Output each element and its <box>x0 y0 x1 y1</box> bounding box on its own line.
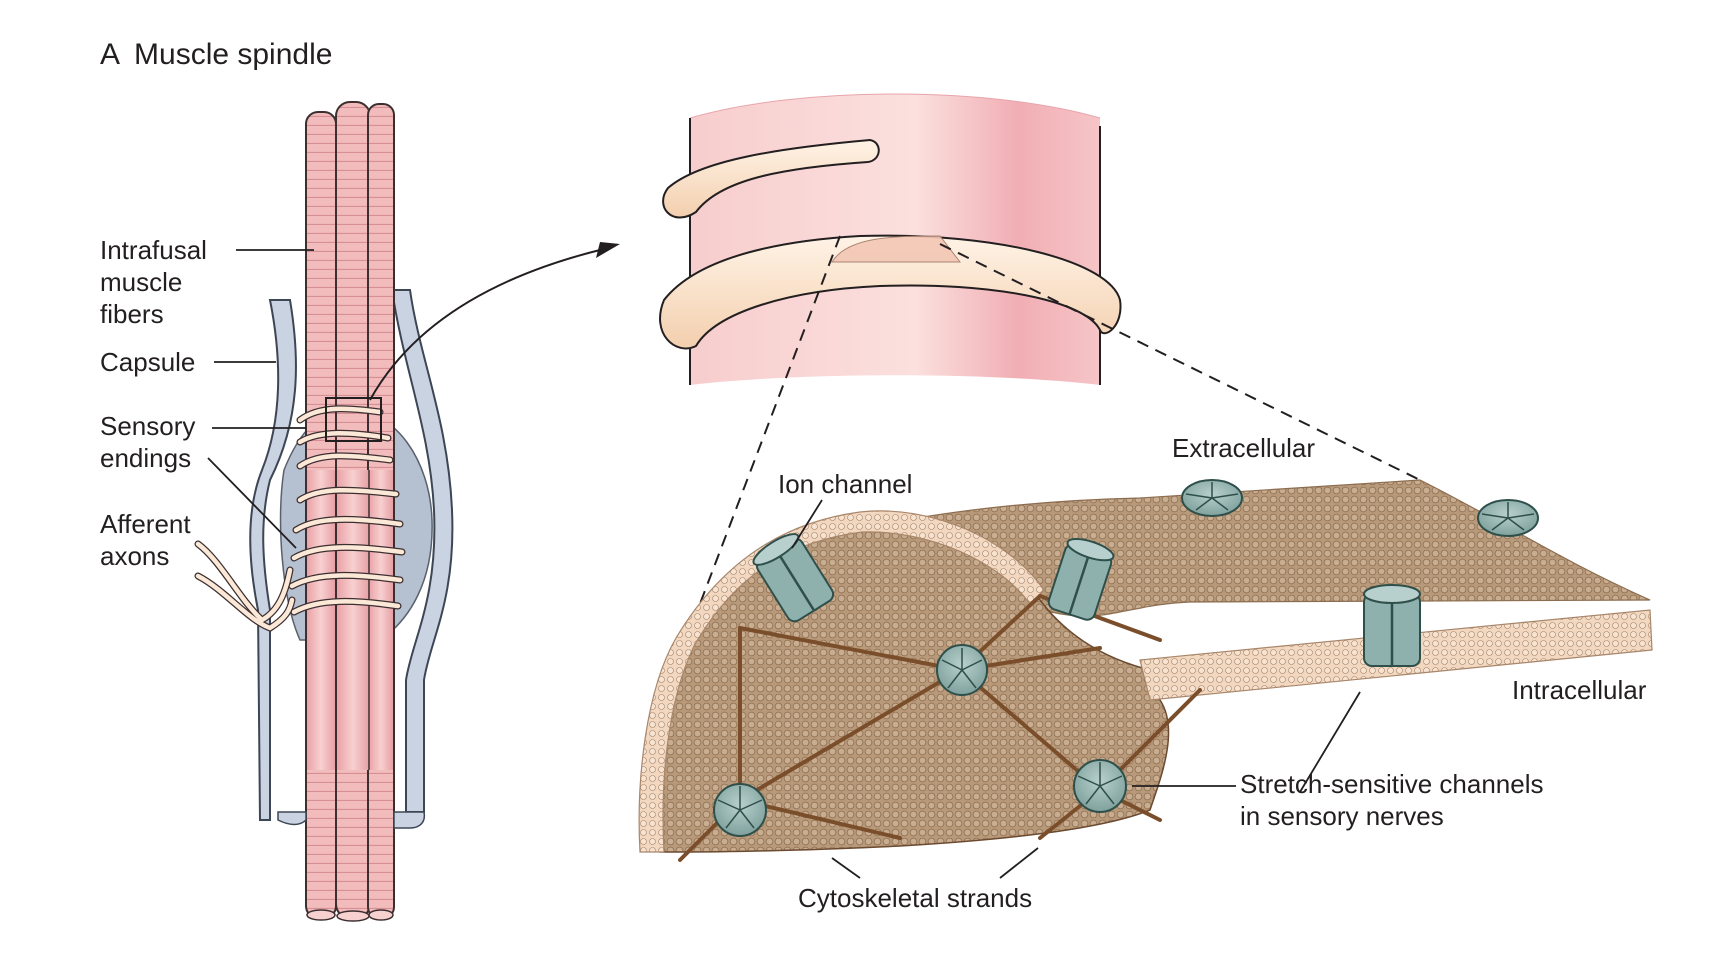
zoom-arrow <box>369 249 601 401</box>
capsule-back <box>249 299 297 821</box>
nerve-coil-lower <box>659 234 1122 350</box>
label-capsule: Capsule <box>100 347 196 377</box>
label-ion-channel: Ion channel <box>778 469 913 499</box>
membrane-leader-lines <box>791 499 1361 879</box>
fiber-equator-3 <box>369 470 393 770</box>
fiber-end-3 <box>368 909 394 921</box>
label-stretch-sensitive-channels: Stretch-sensitive channels in sensory ne… <box>1240 769 1544 831</box>
fiber-end-2 <box>336 910 370 922</box>
label-intrafusal-fibers: Intrafusal muscle fibers <box>100 235 207 329</box>
ion-channel-middle <box>1047 538 1115 621</box>
surface-channel-1 <box>1181 479 1243 517</box>
zoom-box <box>325 397 382 442</box>
panel-title-text: Muscle spindle <box>134 38 333 71</box>
fiber-equator-1 <box>307 470 335 770</box>
panel-letter: A <box>100 38 121 71</box>
label-sensory-endings: Sensory endings <box>100 411 196 473</box>
nerve-coil-upper <box>662 138 880 219</box>
ion-channel-left <box>752 533 835 623</box>
zoom-arrowhead <box>596 242 620 258</box>
panel-title: A Muscle spindle <box>100 38 332 72</box>
fiber-segment-illustration <box>659 93 1421 631</box>
stretch-channel-lower-right <box>1073 759 1127 813</box>
label-extracellular: Extracellular <box>1172 433 1316 463</box>
label-afferent-axons: Afferent axons <box>100 509 191 571</box>
membrane-patch <box>831 235 962 263</box>
muscle-spindle-illustration <box>194 101 620 922</box>
projection-lines <box>689 235 1421 631</box>
fiber-equator-2 <box>337 470 369 770</box>
leader-lines <box>207 249 314 549</box>
label-cytoskeletal-strands: Cytoskeletal strands <box>798 883 1033 913</box>
stretch-channel-right <box>1363 584 1421 667</box>
stretch-channel-lower-left <box>713 783 767 837</box>
stretch-channel-center <box>936 644 988 696</box>
sensory-endings-coils <box>194 405 406 632</box>
surface-channel-2 <box>1477 499 1539 537</box>
bilayer-edge <box>638 510 1045 853</box>
fiber-end-1 <box>306 909 336 921</box>
membrane-illustration <box>638 479 1653 879</box>
capsule-front <box>277 811 307 826</box>
label-intracellular: Intracellular <box>1512 675 1647 705</box>
